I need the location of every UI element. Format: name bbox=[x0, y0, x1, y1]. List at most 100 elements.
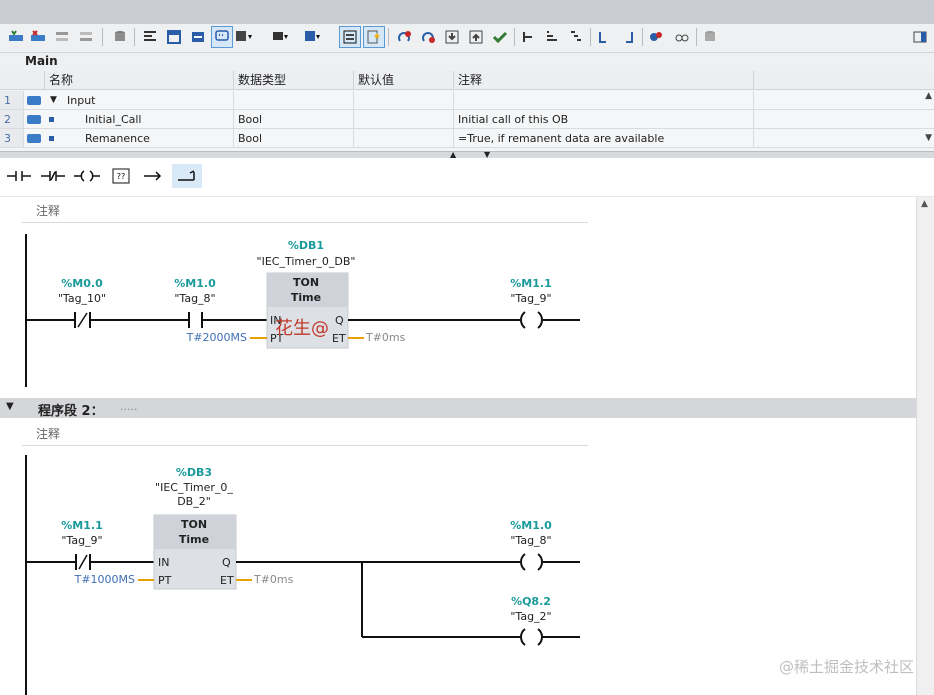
bullet-icon bbox=[49, 117, 54, 122]
block-name: Main bbox=[25, 54, 58, 68]
header-datatype[interactable]: 数据类型 bbox=[234, 71, 354, 90]
bullet-icon bbox=[49, 136, 54, 141]
timer2-type: TON bbox=[181, 518, 207, 531]
scroll-up-icon[interactable]: ▲ bbox=[921, 199, 928, 209]
n2-coil2-addr: %Q8.2 bbox=[511, 595, 551, 608]
indent-icon[interactable] bbox=[542, 27, 562, 47]
row-name: Input bbox=[67, 94, 96, 107]
splitter-up-icon[interactable]: ▲ bbox=[450, 150, 457, 159]
coil1-tag: "Tag_9" bbox=[510, 292, 551, 305]
glasses-icon[interactable] bbox=[672, 27, 692, 47]
contact2-addr: %M1.0 bbox=[174, 277, 216, 290]
online-icon[interactable] bbox=[594, 27, 614, 47]
add-row-icon[interactable] bbox=[76, 27, 96, 47]
operand-filter-icon[interactable] bbox=[270, 27, 290, 47]
contact1-tag: "Tag_10" bbox=[58, 292, 106, 305]
no-contact-icon[interactable] bbox=[4, 164, 34, 188]
monitor-off-icon[interactable] bbox=[418, 27, 438, 47]
outdent-icon[interactable] bbox=[566, 27, 586, 47]
network2-comment[interactable]: 注释 bbox=[36, 427, 61, 441]
collapse-network-icon[interactable]: ▼ bbox=[6, 401, 14, 412]
pane-splitter[interactable]: ▲ ▼ bbox=[0, 150, 934, 159]
timer1-et: ET bbox=[332, 332, 346, 345]
coil-m11 bbox=[520, 311, 543, 329]
network1-comment[interactable]: 注释 bbox=[36, 204, 61, 218]
cross-reference-icon[interactable] bbox=[646, 27, 666, 47]
operand-display-icon[interactable] bbox=[234, 27, 254, 47]
memory-icon[interactable] bbox=[700, 27, 720, 47]
timer2-et-value: T#0ms bbox=[253, 573, 294, 586]
window-icon[interactable] bbox=[164, 27, 184, 47]
delete-network-icon[interactable] bbox=[28, 27, 48, 47]
input-port-icon bbox=[27, 96, 41, 105]
offline-icon[interactable] bbox=[618, 27, 638, 47]
branch-close-icon[interactable] bbox=[172, 164, 202, 188]
timer2-q: Q bbox=[222, 556, 231, 569]
contact-nc-m11 bbox=[75, 554, 91, 570]
collapse-icon[interactable]: ▼ bbox=[50, 95, 57, 105]
timer1-pt: PT bbox=[270, 332, 284, 345]
network2-header[interactable]: ▼ 程序段 2： ..... bbox=[0, 398, 916, 419]
favorites-icon[interactable] bbox=[363, 26, 385, 48]
timer2-db: %DB3 bbox=[176, 466, 212, 479]
table-row[interactable]: 2 Initial_Call Bool Initial call of this… bbox=[0, 110, 934, 129]
comment-toggle-icon[interactable] bbox=[211, 26, 233, 48]
coil1-addr: %M1.1 bbox=[510, 277, 551, 290]
header-default[interactable]: 默认值 bbox=[354, 71, 454, 90]
network2-title-comment[interactable]: ..... bbox=[120, 400, 138, 413]
network2-title: 程序段 2： bbox=[38, 404, 104, 419]
network1-ladder: %M0.0 "Tag_10" %M1.0 "Tag_8" %DB1 "IEC_T… bbox=[25, 234, 580, 695]
scroll-down-icon[interactable]: ▼ bbox=[925, 133, 932, 143]
panel-toggle-icon[interactable] bbox=[910, 27, 930, 47]
block-title-bar: Main bbox=[0, 53, 934, 71]
vertical-scrollbar[interactable]: ▲ bbox=[916, 197, 934, 695]
scroll-up-icon[interactable]: ▲ bbox=[925, 91, 932, 101]
header-comment[interactable]: 注释 bbox=[454, 71, 754, 90]
timer1-db: %DB1 bbox=[288, 239, 324, 252]
timer1-q: Q bbox=[335, 314, 344, 327]
timer2-dbname2: DB_2" bbox=[177, 495, 211, 508]
insert-row-icon[interactable] bbox=[52, 27, 72, 47]
n2-contact1-tag: "Tag_9" bbox=[61, 534, 102, 547]
timer2-et: ET bbox=[220, 574, 234, 587]
window-top-band bbox=[0, 0, 934, 24]
timer2-pt: PT bbox=[158, 574, 172, 587]
timer1-pt-value: T#2000MS bbox=[186, 331, 247, 344]
timer2-subtype: Time bbox=[179, 533, 209, 546]
empty-box-icon[interactable]: ?? bbox=[106, 164, 136, 188]
table-row[interactable]: 3 Remanence Bool =True, if remanent data… bbox=[0, 129, 934, 148]
tag-info-icon[interactable] bbox=[302, 27, 322, 47]
contact2-tag: "Tag_8" bbox=[174, 292, 215, 305]
block-view-icon[interactable] bbox=[188, 27, 208, 47]
coil-q82 bbox=[520, 628, 543, 646]
database-icon[interactable] bbox=[110, 27, 130, 47]
go-to-icon[interactable] bbox=[518, 27, 538, 47]
upload-icon[interactable] bbox=[466, 27, 486, 47]
input-port-icon bbox=[27, 115, 41, 124]
contact1-addr: %M0.0 bbox=[61, 277, 103, 290]
timer1-et-value: T#0ms bbox=[365, 331, 406, 344]
empty-box-label: ?? bbox=[117, 172, 126, 181]
header-name[interactable]: 名称 bbox=[45, 71, 234, 90]
timer2-in: IN bbox=[158, 556, 169, 569]
contact-no-m10 bbox=[188, 312, 203, 328]
splitter-down-icon[interactable]: ▼ bbox=[484, 150, 491, 159]
compile-icon[interactable] bbox=[490, 27, 510, 47]
list-view-icon[interactable] bbox=[339, 26, 361, 48]
ladder-editor[interactable]: 注释 %M0.0 "Tag_10" %M1.0 "Tag_8" %DB1 "IE… bbox=[0, 197, 916, 695]
insert-network-icon[interactable] bbox=[6, 27, 26, 47]
align-left-icon[interactable] bbox=[140, 27, 160, 47]
nc-contact-icon[interactable] bbox=[38, 164, 68, 188]
coil-icon[interactable] bbox=[72, 164, 102, 188]
overlay-watermark: 花生@ bbox=[275, 318, 329, 339]
site-watermark: @稀土掘金技术社区 bbox=[778, 658, 914, 676]
n2-coil1-addr: %M1.0 bbox=[510, 519, 552, 532]
download-icon[interactable] bbox=[442, 27, 462, 47]
table-row[interactable]: 1 ▼ Input bbox=[0, 91, 934, 110]
monitor-on-icon[interactable] bbox=[394, 27, 414, 47]
n2-coil2-tag: "Tag_2" bbox=[510, 610, 551, 623]
timer1-in: IN bbox=[270, 314, 281, 327]
branch-open-icon[interactable] bbox=[138, 164, 168, 188]
coil-m10 bbox=[520, 553, 543, 571]
timer1-type: TON bbox=[293, 276, 319, 289]
